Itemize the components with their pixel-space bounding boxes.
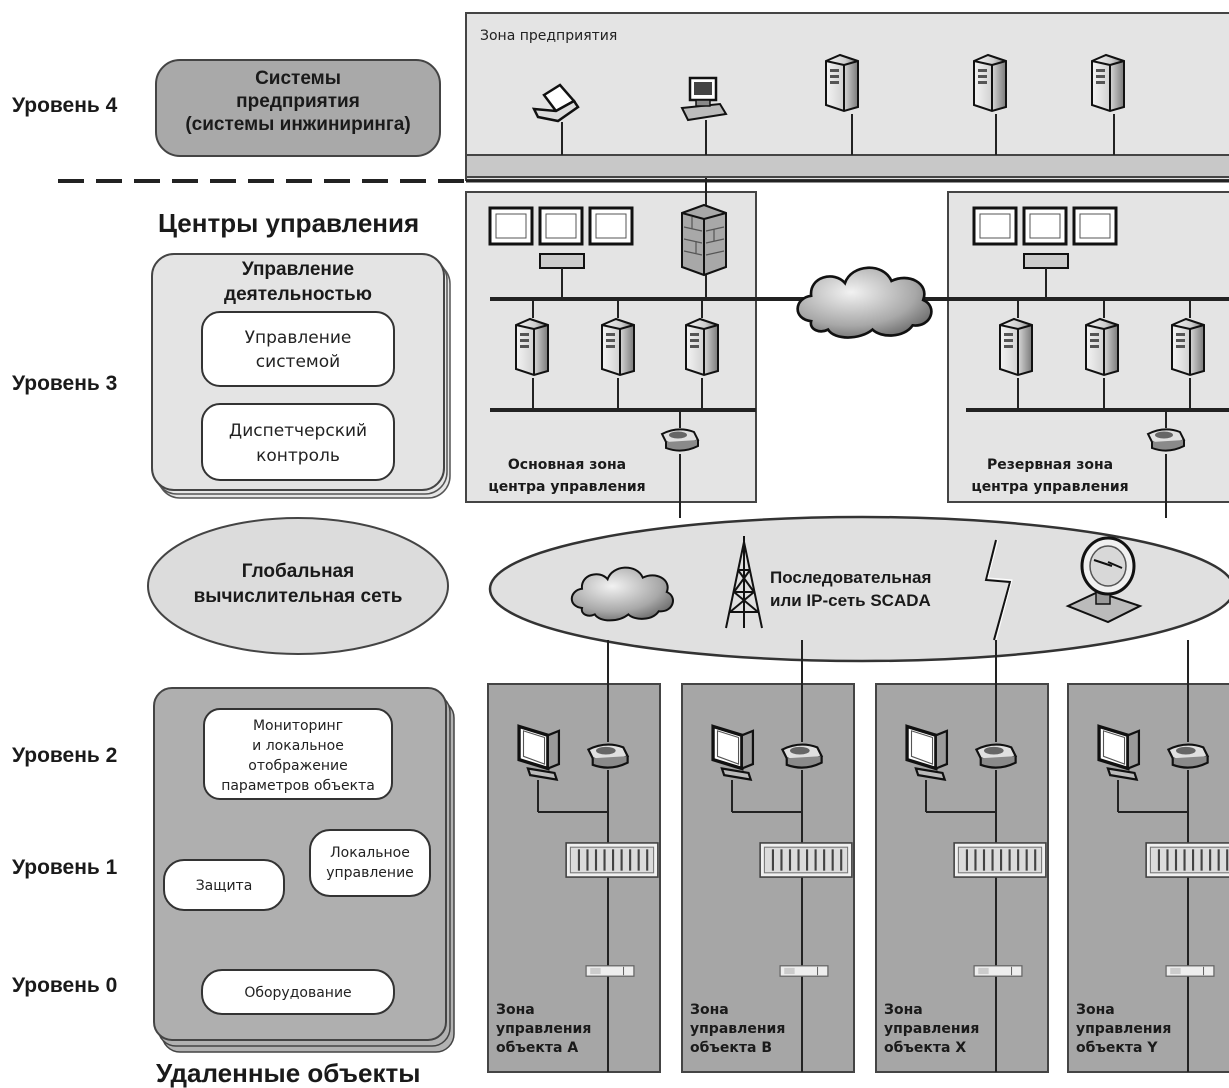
site-zone-label: управления	[884, 1021, 979, 1037]
plc-icon	[565, 841, 659, 879]
plc-icon	[953, 841, 1047, 879]
server-icon	[998, 317, 1034, 377]
backup-zone-label: Резервная зона	[987, 457, 1113, 473]
server-icon	[1084, 317, 1120, 377]
site-zone-label: объекта B	[690, 1040, 772, 1056]
wan-ellipse	[147, 517, 449, 655]
site-zone-label: управления	[1076, 1021, 1171, 1037]
wan-label: Глобальная	[242, 561, 354, 582]
router-icon	[587, 743, 629, 769]
server-icon	[684, 317, 720, 377]
monitoring-label: Мониторинг	[253, 718, 343, 734]
dispatch-control-label: контроль	[256, 446, 340, 466]
system-control-label: системой	[256, 352, 340, 372]
field-device-icon	[1165, 965, 1215, 977]
monitoring-box	[203, 708, 393, 800]
remote-sites-title: Удаленные объекты	[156, 1058, 420, 1088]
field-device-icon	[973, 965, 1023, 977]
site-zone-label: Зона	[496, 1002, 535, 1018]
level-1-label: Уровень 1	[12, 856, 118, 879]
backup-zone-label: центра управления	[971, 479, 1128, 495]
dispatch-control-box	[201, 403, 395, 481]
scada-network-ellipse	[488, 515, 1229, 663]
site-zone-label: объекта A	[496, 1040, 578, 1056]
operations-title: деятельностью	[224, 284, 372, 305]
enterprise-systems-label: предприятия	[236, 91, 360, 112]
monitoring-label: отображение	[248, 758, 347, 774]
protection-box	[163, 859, 285, 911]
plc-icon	[759, 841, 853, 879]
workstation-icon	[680, 76, 728, 122]
router-icon	[781, 743, 823, 769]
wan-label: вычислительная сеть	[194, 586, 403, 607]
protection-label: Защита	[196, 878, 253, 894]
remote-site-zone: Зона управления объекта X	[875, 640, 1049, 1073]
system-control-box	[201, 311, 395, 387]
level-3-label: Уровень 3	[12, 372, 117, 395]
enterprise-network-bus	[465, 154, 1229, 178]
server-icon	[1170, 317, 1206, 377]
local-control-label: управление	[326, 865, 414, 881]
enterprise-systems-box	[155, 59, 441, 157]
cloud-icon	[796, 266, 933, 340]
equipment-box	[201, 969, 395, 1015]
level-4-label: Уровень 4	[12, 94, 118, 117]
operator-console-icon	[972, 206, 1118, 269]
router-icon	[975, 743, 1017, 769]
scada-network-label: Последовательная	[770, 568, 931, 587]
local-control-label: Локальное	[330, 845, 410, 861]
remote-site-zones: Зона управления объекта A Зона управления объ…	[487, 640, 1229, 1073]
site-zone-label: объекта Y	[1076, 1040, 1158, 1056]
remote-site-zone: Зона управления объекта A	[487, 640, 661, 1073]
local-control-box	[309, 829, 431, 897]
server-icon	[600, 317, 636, 377]
dispatch-control-label: Диспетчерский	[229, 421, 367, 441]
control-centers-title: Центры управления	[158, 208, 419, 238]
enterprise-systems-label: Системы	[255, 68, 341, 89]
system-control-label: Управление	[245, 328, 352, 348]
laptop-icon	[531, 83, 580, 123]
remote-site-zone: Зона управления объекта B	[681, 640, 855, 1073]
level-2-label: Уровень 2	[12, 744, 117, 767]
enterprise-server-icon	[972, 53, 1008, 113]
scada-network-label: или IP-сеть SCADA	[770, 591, 931, 610]
router-icon	[1167, 743, 1209, 769]
router-icon	[1147, 428, 1185, 452]
field-device-icon	[585, 965, 635, 977]
site-zone-label: объекта X	[884, 1040, 966, 1056]
site-zone-label: Зона	[1076, 1002, 1115, 1018]
enterprise-systems-label: (системы инжиниринга)	[185, 114, 410, 135]
firewall-icon	[681, 203, 727, 277]
site-zone-label: Зона	[884, 1002, 923, 1018]
operations-title: Управление	[242, 259, 354, 280]
radio-tower-icon	[725, 536, 763, 629]
site-zone-label: Зона	[690, 1002, 729, 1018]
monitoring-label: параметров объекта	[221, 778, 375, 794]
operator-console-icon	[488, 206, 634, 269]
site-zone-label: управления	[496, 1021, 591, 1037]
primary-zone-label: Основная зона	[508, 457, 626, 473]
equipment-label: Оборудование	[244, 985, 351, 1001]
server-icon	[514, 317, 550, 377]
primary-zone-label: центра управления	[488, 479, 645, 495]
remote-site-zone: Зона управления объекта Y	[1067, 640, 1229, 1073]
field-device-icon	[779, 965, 829, 977]
plc-icon	[1145, 841, 1229, 879]
enterprise-server-icon	[824, 53, 860, 113]
monitoring-label: и локальное	[252, 738, 344, 754]
lightning-icon	[984, 539, 1012, 641]
site-zone-label: управления	[690, 1021, 785, 1037]
satellite-dish-icon	[1065, 536, 1143, 624]
enterprise-links	[561, 114, 1115, 155]
enterprise-server-icon	[1090, 53, 1126, 113]
level-0-label: Уровень 0	[12, 974, 117, 997]
enterprise-zone-label: Зона предприятия	[480, 28, 617, 44]
router-icon	[661, 428, 699, 452]
